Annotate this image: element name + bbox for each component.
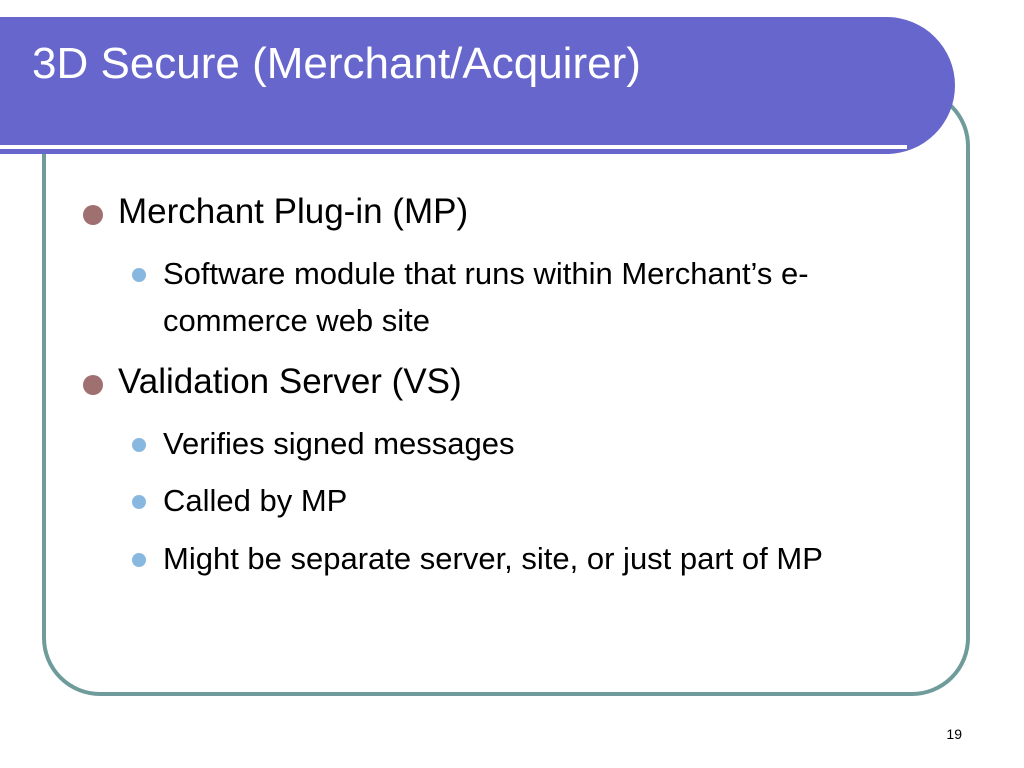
bullet-text: Validation Server (VS) [118,362,462,401]
sub-bullet-dot-icon [132,553,146,567]
sub-bullet-separate-server: Might be separate server, site, or just … [132,535,963,582]
sub-bullet-dot-icon [132,438,146,452]
page-number: 19 [946,726,962,742]
bullet-text: Might be separate server, site, or just … [163,541,823,576]
sub-bullet-software-module: Software module that runs within Merchan… [132,250,813,344]
bullet-validation-server: Validation Server (VS) [83,362,462,402]
slide-title: 3D Secure (Merchant/Acquirer) [32,39,641,88]
bullet-dot-icon [83,375,103,395]
sub-bullet-dot-icon [132,268,146,282]
bullet-text: Software module that runs within Merchan… [163,256,809,338]
bullet-text: Merchant Plug-in (MP) [118,192,469,231]
title-underline [0,145,907,149]
sub-bullet-dot-icon [132,495,146,509]
bullet-dot-icon [83,205,103,225]
bullet-merchant-plug-in: Merchant Plug-in (MP) [83,192,469,232]
sub-bullet-called-by-mp: Called by MP [132,477,348,524]
sub-bullet-verifies-messages: Verifies signed messages [132,420,515,467]
bullet-text: Called by MP [163,483,348,518]
title-banner: 3D Secure (Merchant/Acquirer) [0,17,955,154]
content-frame [42,88,970,696]
bullet-text: Verifies signed messages [163,426,515,461]
